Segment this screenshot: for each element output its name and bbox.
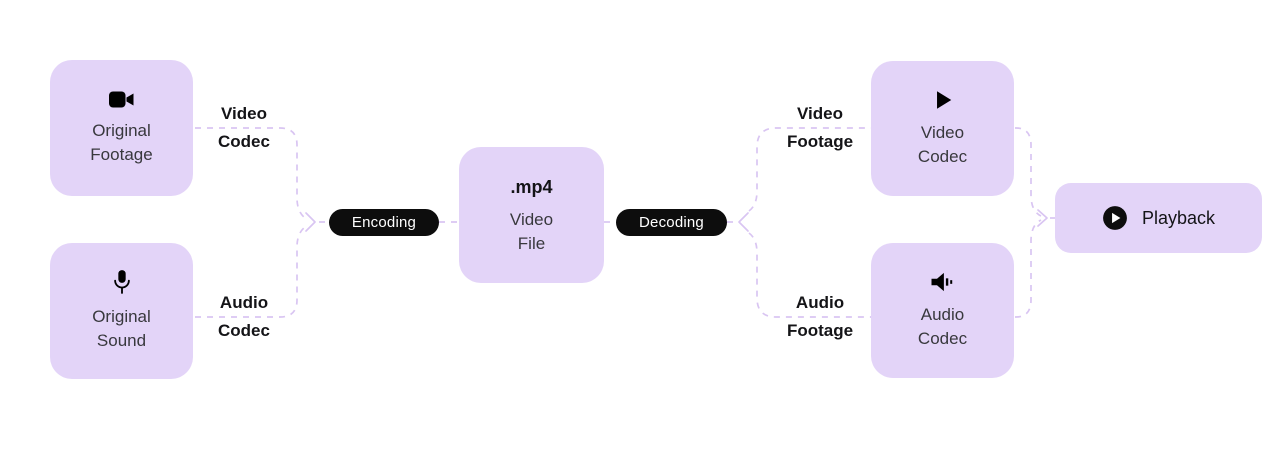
edge-fork-to-video-codec	[748, 127, 871, 212]
encoding-badge: Encoding	[329, 209, 439, 236]
edge-audio-codec-to-playback	[1015, 219, 1042, 318]
play-icon	[932, 89, 954, 111]
node-audio-codec: Audio Codec	[871, 243, 1014, 378]
edge-label-line: Footage	[786, 132, 854, 151]
edge-label-line: Codec	[218, 321, 270, 340]
node-label-line: Sound	[96, 331, 147, 350]
edge-label-line: Codec	[218, 132, 270, 151]
video-camera-icon	[108, 90, 135, 109]
node-label-line: Original	[92, 307, 151, 326]
fork-after-decoding	[738, 212, 749, 232]
edge-label-video-footage: Video Footage	[775, 100, 865, 156]
decoding-badge: Decoding	[616, 209, 727, 236]
playback-label: Playback	[1141, 208, 1216, 228]
edge-label-audio-codec: Audio Codec	[199, 289, 289, 345]
microphone-icon	[111, 269, 133, 295]
edge-sound-to-encoding	[195, 224, 309, 318]
node-label-line: Audio	[920, 304, 965, 324]
node-video-codec: Video Codec	[871, 61, 1014, 196]
edge-footage-to-encoding	[195, 127, 309, 221]
file-extension: .mp4	[510, 176, 553, 197]
arrow-into-encoding	[305, 212, 316, 232]
node-label-line: Footage	[90, 144, 153, 164]
edge-label-line: Video	[797, 104, 843, 123]
node-label-line: Codec	[917, 146, 968, 166]
node-label-line: File	[517, 233, 546, 253]
edge-label-line: Video	[221, 104, 267, 123]
edge-label-line: Footage	[786, 321, 854, 340]
node-label-line: Video	[509, 209, 554, 229]
node-mp4-video-file: .mp4 Video File	[459, 147, 604, 283]
edge-label-line: Audio	[219, 293, 269, 312]
edge-label-line: Audio	[795, 293, 845, 312]
node-original-sound: Original Sound	[50, 243, 193, 379]
edge-label-video-codec: Video Codec	[199, 100, 289, 156]
play-circle-icon	[1102, 205, 1128, 231]
node-label-line: Video	[920, 122, 965, 142]
speaker-icon	[929, 271, 956, 293]
node-original-footage: Original Footage	[50, 60, 193, 196]
edge-label-audio-footage: Audio Footage	[775, 289, 865, 345]
node-playback: Playback	[1055, 183, 1262, 253]
node-label-line: Codec	[917, 328, 968, 348]
arrow-into-playback	[1037, 209, 1048, 227]
edge-video-codec-to-playback	[1015, 127, 1042, 217]
node-label-line: Original	[92, 120, 151, 140]
